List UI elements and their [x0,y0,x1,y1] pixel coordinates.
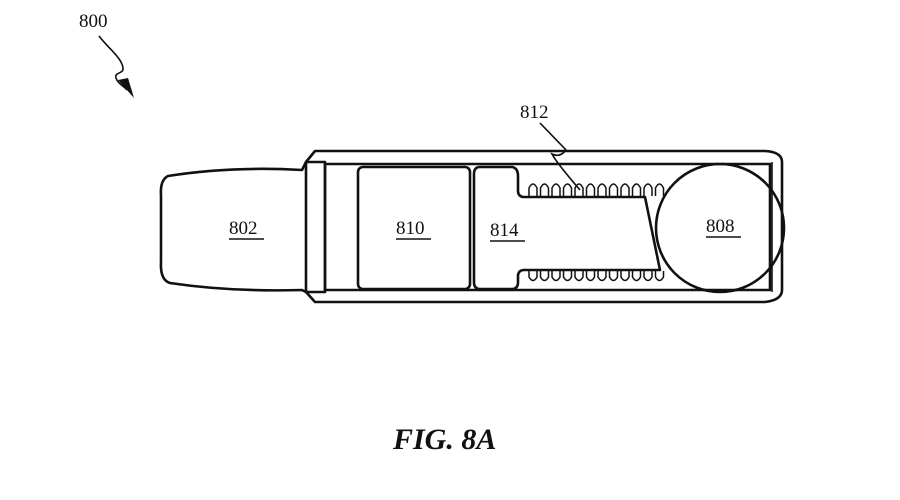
spring-coil-top [562,183,573,196]
arrowhead-icon [118,78,134,98]
spring-coil-bottom [631,271,642,282]
spring-coil-top [608,183,619,196]
housing-shell [304,149,784,304]
spring-coil-bottom [551,271,561,282]
spring-812 [528,183,665,282]
ball-808 [654,162,786,294]
label-backdrop-810 [395,215,437,241]
spring-coil-top [654,183,665,196]
spring-coil-top [643,183,653,196]
spring-coil-top [631,183,642,196]
ref-label-812: 812 [520,102,549,123]
spring-coil-top [551,183,561,196]
spring-coil-bottom [643,271,653,282]
spring-coil-top [539,183,550,196]
plug-body-802 [159,160,327,294]
ref-label-800: 800 [79,11,108,32]
spring-coil-top [597,183,607,196]
spring-coil-bottom [620,271,630,282]
spring-coil-bottom [528,271,538,282]
spring-coil-bottom [574,271,584,282]
ref-label-810: 810 [396,218,425,239]
ref-leader-812 [539,122,581,191]
ref-label-808: 808 [706,216,735,237]
figure-caption: FIG. 8A [392,423,496,456]
ref-arrow-800 [98,35,128,91]
spring-coil-bottom [539,271,550,282]
block-810 [356,165,472,291]
spring-coil-top [620,183,630,196]
spring-coil-bottom [654,271,665,282]
ref-label-802: 802 [229,218,258,239]
spring-coil-bottom [608,271,619,282]
spring-coil-top [528,183,538,196]
spring-coil-top [574,183,584,196]
label-backdrop-808 [703,212,747,238]
spring-coil-bottom [597,271,607,282]
spring-coil-bottom [562,271,573,282]
plunger-814 [472,165,662,291]
spring-coil-top [585,183,596,196]
spring-coil-bottom [585,271,596,282]
ref-label-814: 814 [490,220,519,241]
